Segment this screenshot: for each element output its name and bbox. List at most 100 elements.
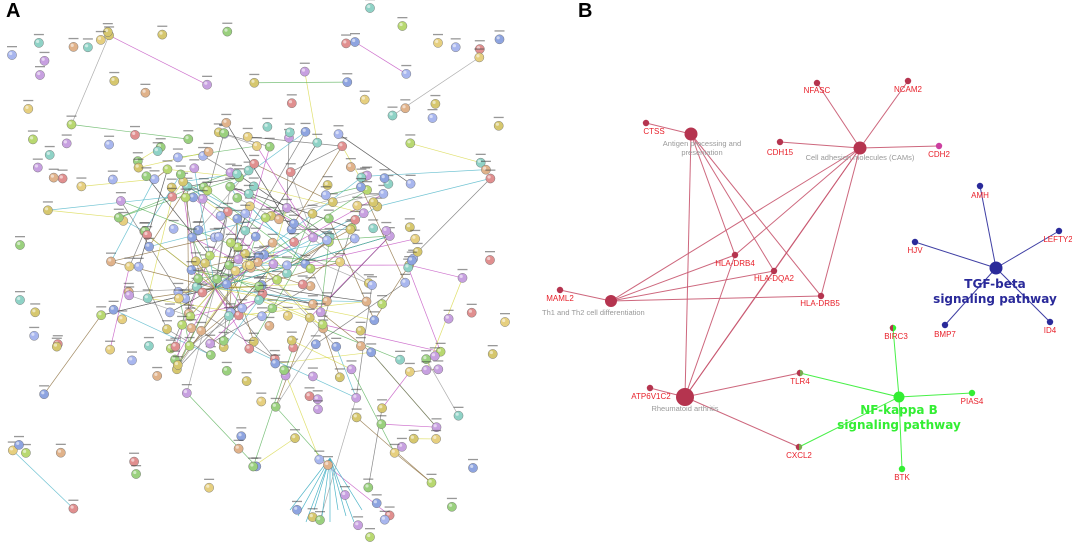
ppi-edge [286,229,351,266]
gene-node-ctss[interactable] [642,119,650,127]
ppi-node-highlight [235,445,239,449]
ppi-edge [304,71,318,143]
ppi-node-highlight [215,233,219,237]
ppi-edge [271,193,384,217]
gene-node-pias4[interactable] [968,389,976,397]
ppi-node-highlight [144,295,148,299]
ppi-node-label-mark [327,193,338,195]
ppi-node-highlight [223,119,227,123]
ppi-node-label-mark [404,362,415,365]
ppi-node-highlight [227,239,232,243]
gene-node-hla-drb5[interactable] [817,292,825,300]
gene-node-bmp7[interactable] [941,321,949,329]
pathway-node-antigen[interactable] [684,127,698,141]
gene-node-ncam2[interactable] [904,77,912,85]
gene-label-cxcl2: CXCL2 [786,451,812,460]
ppi-node-label-mark [183,304,194,306]
ppi-node-label-mark [203,142,214,145]
ppi-node-label-mark [166,178,177,180]
ppi-node-highlight [106,141,110,145]
gene-label-pias4: PIAS4 [961,397,984,406]
pathway-node-cams[interactable] [853,141,867,155]
ppi-node-label-mark [76,177,87,179]
ppi-node-highlight [502,318,506,323]
ppi-node-highlight [185,136,189,140]
ppi-node-label-mark [30,303,41,305]
ppi-node-label-mark [68,499,79,501]
ppi-node-highlight [445,315,449,319]
ppi-node-highlight [428,479,432,483]
ppi-node-label-mark [180,289,191,291]
ppi-node-highlight [118,197,122,202]
pathway-node-nfkb[interactable] [893,391,905,403]
ppi-node-highlight [496,36,500,40]
ppi-node-highlight [146,342,150,346]
ppi-node-highlight [37,71,41,76]
ppi-node-highlight [423,367,427,371]
ppi-node-label-mark [335,253,346,255]
ppi-node-highlight [369,282,373,286]
gene-label-id4: ID4 [1044,326,1057,335]
ppi-node-highlight [266,322,270,326]
ppi-node-label-mark [355,321,366,323]
pathway-node-tgf[interactable] [989,261,1003,275]
ppi-node-highlight [459,274,463,278]
ppi-node-label-mark [218,331,229,334]
ppi-node-label-mark [480,160,491,162]
ppi-node-highlight [329,199,334,203]
gene-node-atp6v1c2[interactable] [646,384,654,392]
ppi-node-highlight [179,321,183,325]
ppi-node-label-mark [369,311,380,313]
ppi-node-highlight [335,131,339,135]
ppi-node-label-mark [395,350,406,352]
ppi-node-highlight [343,40,347,44]
edge-antigen-CTSS [645,122,692,135]
ppi-node-highlight [17,296,21,301]
ppi-node-label-mark [466,303,477,305]
gene-node-nfasc[interactable] [813,79,821,87]
ppi-edge [256,145,314,238]
ppi-node-highlight [46,151,51,155]
ppi-node-highlight [234,170,238,174]
ppi-node-label-mark [331,337,342,339]
pathway-node-th[interactable] [605,295,617,307]
gene-node-maml2[interactable] [556,286,564,294]
gene-node-hjv[interactable] [911,238,919,246]
ppi-node-highlight [274,276,278,280]
ppi-node-label-mark [204,478,215,480]
ppi-node-label-mark [410,229,421,232]
ppi-node-label-mark [225,163,236,165]
ppi-edge [214,286,259,289]
ppi-edge [223,236,257,341]
gene-node-btk[interactable] [898,465,906,473]
ppi-node-highlight [119,316,123,320]
ppi-node-label-mark [248,332,259,334]
ppi-node-highlight [452,44,456,48]
ppi-node-highlight [250,463,254,467]
ppi-node-label-mark [232,238,243,240]
ppi-node-label-mark [405,134,416,136]
gene-node-lefty2[interactable] [1055,227,1063,235]
gene-node-amh[interactable] [976,182,984,190]
ppi-node-label-mark [254,291,264,293]
ppi-node-highlight [188,325,192,329]
ppi-node-highlight [468,309,472,313]
pathway-node-ra[interactable] [676,388,694,406]
ppi-node-highlight [217,212,221,216]
ppi-node-label-mark [387,106,398,108]
ppi-node-label-mark [269,349,280,352]
edge-tgf-BMP7 [944,267,997,326]
gene-node-cdh2[interactable] [935,142,943,150]
gene-node-hla-drb4[interactable] [731,251,739,259]
ppi-node-label-mark [281,198,292,201]
ppi-node-label-mark [307,508,318,510]
pathway-label-nfkb-line-1: signaling pathway [837,418,961,432]
gene-node-id4[interactable] [1046,318,1054,326]
ppi-node-label-mark [131,465,142,467]
gene-label-nfasc: NFASC [804,86,831,95]
ppi-node-label-mark [52,335,63,337]
gene-node-cdh15[interactable] [776,138,784,146]
ppi-node-label-mark [426,473,437,475]
ppi-node-label-mark [323,209,334,211]
gene-node-hla-dqa2[interactable] [770,267,778,275]
